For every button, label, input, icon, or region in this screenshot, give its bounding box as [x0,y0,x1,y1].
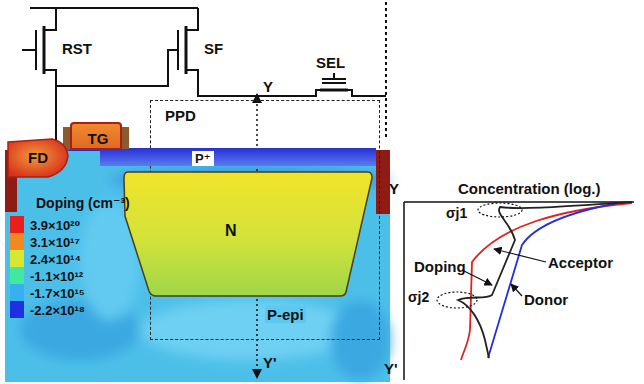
sf-gate [177,30,179,70]
legend-row: 3.1×10¹⁷ [10,233,60,250]
axis-label: Y' [263,354,277,371]
label-anchor: Concentration (log.) [458,180,601,198]
substrate [5,150,390,382]
rst-channel [43,26,46,74]
concentration-axis [404,201,634,203]
profile-plot [404,202,634,380]
label-anchor: SEL [316,54,345,72]
leader-line [511,284,522,296]
junction-label: σj2 [408,289,429,305]
color-swatch [10,301,24,318]
legend-row: -2.2×10¹⁸ [10,301,65,318]
rst-drain [44,8,56,30]
n-region-fill [124,172,372,296]
column-wire [346,90,386,96]
fd-wire [44,70,56,140]
legend-title: Doping (cm⁻³) [36,195,130,211]
color-swatch [10,284,24,301]
column-line [385,2,387,140]
color-swatch [10,216,24,233]
legend-value: 2.4×10¹⁴ [30,251,81,268]
doping-texture [20,166,390,380]
legend-value: -2.2×10¹⁸ [30,302,85,319]
label-anchor: Y [389,180,399,198]
legend-value: -1.7×10¹⁵ [30,285,85,302]
label-anchor: RST [62,40,92,58]
label-anchor: SF [204,40,223,58]
region-label: FD [28,149,48,166]
depth-axis [403,202,405,380]
transistor-name: SF [204,40,223,57]
sel-channel [320,89,348,92]
label-anchor: Y [263,78,273,96]
label-anchor: Y' [384,360,398,378]
legend-value: -1.1×10¹² [30,268,83,285]
sf-source-wire [186,70,322,96]
rst-gate-lead [22,49,36,51]
junction-marker [437,292,477,308]
color-swatch [10,250,24,267]
curve-label: Acceptor [548,254,613,271]
legend-value: 3.9×10²⁰ [30,217,80,234]
isolation-right [376,150,390,214]
acceptor-curve [461,203,632,360]
transistor-name: SEL [316,54,345,71]
region-label: P-epi [265,306,306,323]
legend-row: -1.1×10¹² [10,267,63,284]
label-anchor: Y' [263,354,277,372]
region-label: N [225,222,237,240]
label-anchor: Doping (cm⁻³) [36,194,130,212]
label-anchor: Acceptor [548,254,613,272]
transistor-name: RST [62,40,92,57]
region-label: PPD [165,107,196,124]
region-label: P⁺ [192,151,214,166]
legend-value: 3.1×10¹⁷ [30,234,80,251]
junction-marker [478,203,522,217]
curve-label: Donor [524,291,568,308]
n-region-outline [122,170,374,298]
floating-diffusion-fill [8,139,68,177]
sel-gate [322,82,346,84]
label-anchor: σj1 [446,204,467,222]
floating-diffusion: FD [8,136,68,178]
p-plus-layer: P⁺ [100,149,376,166]
axis-label: Y' [384,360,398,377]
leader-line [462,270,492,285]
sf-channel [185,26,188,74]
label-anchor: Doping [414,258,466,276]
leader-line [494,249,546,262]
n-region: N [122,170,374,298]
gate-spacer [121,127,129,150]
axis-label: Y [263,78,273,95]
doping-curve [458,202,632,358]
junction-label: σj1 [446,205,467,221]
curve-label: Doping [414,258,466,275]
sel-gate-lead [333,73,335,79]
sf-drain [186,8,198,30]
label-anchor: Donor [524,291,568,309]
transfer-gate: TG [70,122,122,150]
legend-row: 3.9×10²⁰ [10,216,60,233]
color-swatch [10,267,24,284]
axis-title: Concentration (log.) [458,180,601,197]
pixel-circuit [22,2,386,140]
label-anchor: P-epi [265,306,306,324]
region-label: TG [88,130,109,147]
legend-row: -1.7×10¹⁵ [10,284,65,301]
label-anchor: σj2 [408,288,429,306]
color-swatch [10,233,24,250]
legend-row: 2.4×10¹⁴ [10,250,61,267]
axis-label: Y [389,180,399,197]
